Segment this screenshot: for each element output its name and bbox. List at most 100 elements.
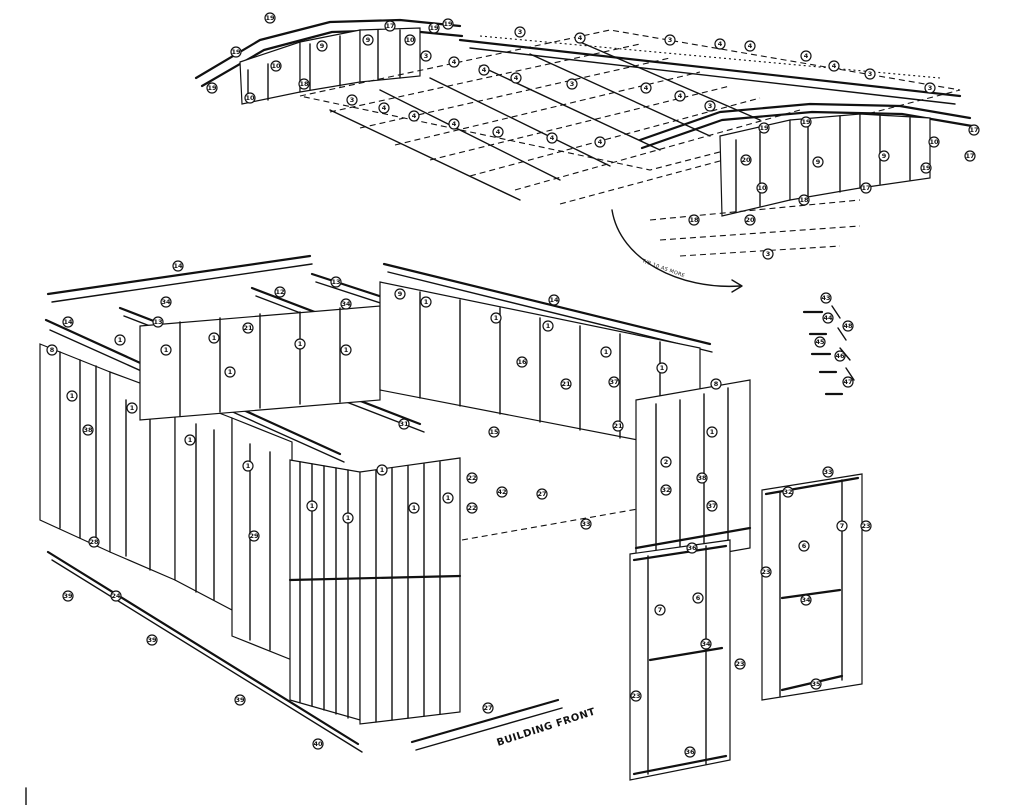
callout-badge: 9 (362, 34, 374, 46)
svg-text:10: 10 (405, 36, 415, 44)
svg-text:48: 48 (843, 322, 853, 330)
callout-badges: 19 19 19 10 10 18 9 9 17 10 19 19 3 4 3 … (46, 12, 980, 758)
callout-badge: 1 (706, 426, 718, 438)
callout-badge: 14 (172, 260, 184, 272)
callout-badge: 1 (184, 434, 196, 446)
callout-badge: 4 (510, 72, 522, 84)
callout-badge: 18 (688, 214, 700, 226)
callout-badge: 10 (244, 92, 256, 104)
callout-badge: 3 (566, 78, 578, 90)
callout-badge: 1 (442, 492, 454, 504)
svg-text:20: 20 (741, 156, 751, 164)
svg-text:36: 36 (687, 544, 697, 552)
callout-badge: 48 (842, 320, 854, 332)
callout-badge: 45 (814, 336, 826, 348)
callout-badge: 10 (756, 182, 768, 194)
svg-text:4: 4 (718, 40, 723, 48)
svg-text:4: 4 (452, 58, 457, 66)
svg-text:8: 8 (50, 346, 55, 354)
callout-badge: 1 (376, 464, 388, 476)
callout-badge: 18 (798, 194, 810, 206)
callout-badge: 1 (208, 332, 220, 344)
svg-text:36: 36 (685, 748, 695, 756)
callout-badge: 12 (274, 286, 286, 298)
svg-text:7: 7 (840, 522, 845, 530)
callout-badge: 7 (654, 604, 666, 616)
svg-text:39: 39 (235, 696, 245, 704)
svg-text:1: 1 (346, 514, 351, 522)
callout-badge: 22 (466, 472, 478, 484)
callout-badge: 7 (836, 520, 848, 532)
callout-badge: 46 (834, 350, 846, 362)
callout-badge: 23 (860, 520, 872, 532)
svg-text:12: 12 (275, 288, 284, 296)
callout-badge: 2 (660, 456, 672, 468)
svg-text:4: 4 (578, 34, 583, 42)
svg-text:1: 1 (70, 392, 75, 400)
svg-text:28: 28 (89, 538, 99, 546)
callout-badge: 37 (608, 376, 620, 388)
callout-badge: 9 (878, 150, 890, 162)
svg-text:19: 19 (443, 20, 453, 28)
svg-text:40: 40 (313, 740, 323, 748)
callout-badge: 4 (674, 90, 686, 102)
svg-text:4: 4 (748, 42, 753, 50)
callout-badge: 17 (968, 124, 980, 136)
svg-text:21: 21 (561, 380, 571, 388)
svg-text:3: 3 (570, 80, 575, 88)
callout-badge: 17 (860, 182, 872, 194)
callout-badge: 10 (928, 136, 940, 148)
callout-badge: 8 (46, 344, 58, 356)
svg-text:19: 19 (759, 124, 769, 132)
callout-badge: 38 (696, 472, 708, 484)
svg-text:4: 4 (496, 128, 501, 136)
svg-text:1: 1 (710, 428, 715, 436)
callout-badge: 34 (800, 594, 812, 606)
svg-text:18: 18 (799, 196, 809, 204)
svg-text:23: 23 (761, 568, 770, 576)
svg-text:1: 1 (344, 346, 349, 354)
callout-badge: 1 (542, 320, 554, 332)
callout-badge: 40 (312, 738, 324, 750)
callout-badge: 6 (692, 592, 704, 604)
callout-badge: 3 (514, 26, 526, 38)
callout-badge: 4 (744, 40, 756, 52)
svg-text:7: 7 (658, 606, 663, 614)
callout-badge: 16 (516, 356, 528, 368)
svg-text:4: 4 (644, 84, 649, 92)
callout-badge: 4 (640, 82, 652, 94)
callout-badge: 1 (224, 366, 236, 378)
svg-text:1: 1 (604, 348, 609, 356)
svg-text:14: 14 (173, 262, 183, 270)
callout-badge: 8 (710, 378, 722, 390)
callout-badge: 29 (248, 530, 260, 542)
svg-text:17: 17 (965, 152, 974, 160)
callout-badge: 47 (842, 376, 854, 388)
callout-badge: 4 (828, 60, 840, 72)
svg-text:4: 4 (832, 62, 837, 70)
callout-badge: 23 (734, 658, 746, 670)
svg-text:38: 38 (83, 426, 93, 434)
svg-text:23: 23 (735, 660, 744, 668)
callout-badge: 21 (560, 378, 572, 390)
svg-text:6: 6 (802, 542, 807, 550)
svg-text:34: 34 (341, 300, 351, 308)
svg-text:16: 16 (517, 358, 527, 366)
svg-text:27: 27 (537, 490, 546, 498)
svg-text:4: 4 (452, 120, 457, 128)
svg-text:19: 19 (801, 118, 811, 126)
callout-badge: 1 (306, 500, 318, 512)
svg-text:17: 17 (861, 184, 870, 192)
svg-text:23: 23 (861, 522, 870, 530)
hardware-parts (802, 305, 855, 396)
callout-badge: 28 (88, 536, 100, 548)
svg-text:21: 21 (243, 324, 253, 332)
svg-text:14: 14 (63, 318, 73, 326)
svg-text:1: 1 (118, 336, 123, 344)
callout-badge: 37 (706, 500, 718, 512)
callout-badge: 3 (664, 34, 676, 46)
callout-badge: 10 (404, 34, 416, 46)
callout-badge: 23 (630, 690, 642, 702)
callout-badge: 34 (160, 296, 172, 308)
